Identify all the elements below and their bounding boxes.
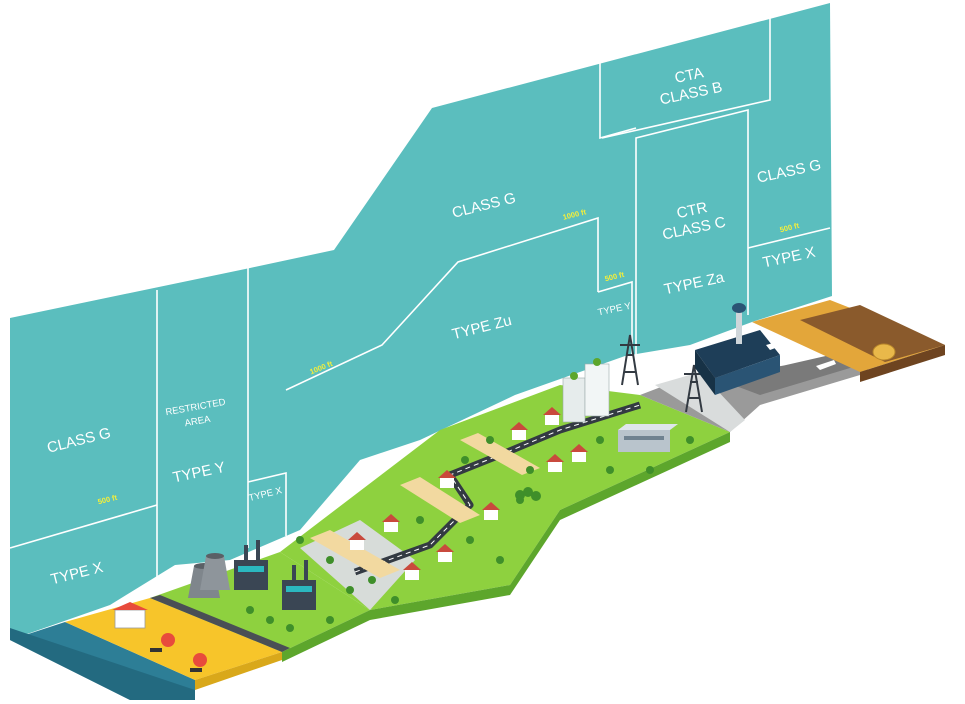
hay-bale — [872, 343, 896, 361]
factory-2 — [282, 560, 316, 610]
beach-umbrellas — [150, 633, 207, 672]
coastal-road — [150, 595, 290, 652]
control-tower — [732, 303, 746, 344]
zone-boundaries — [9, 6, 831, 592]
warehouse — [618, 424, 678, 452]
plowed-soil — [800, 305, 945, 362]
zone-ctr: CTR — [675, 199, 709, 222]
airplanes — [766, 340, 836, 370]
airport-terminal — [695, 330, 780, 395]
houses — [348, 407, 588, 580]
apartment-towers — [562, 358, 610, 423]
airspace-wall — [10, 3, 832, 640]
power-pylons — [620, 334, 704, 413]
zone-cta: CTA — [673, 64, 705, 87]
industrial-area — [150, 552, 370, 652]
cooling-towers — [188, 553, 230, 598]
factory-1 — [234, 540, 268, 590]
zone-restricted-line2: AREA — [184, 414, 212, 429]
trees — [246, 436, 694, 632]
beach-hut — [112, 602, 148, 629]
